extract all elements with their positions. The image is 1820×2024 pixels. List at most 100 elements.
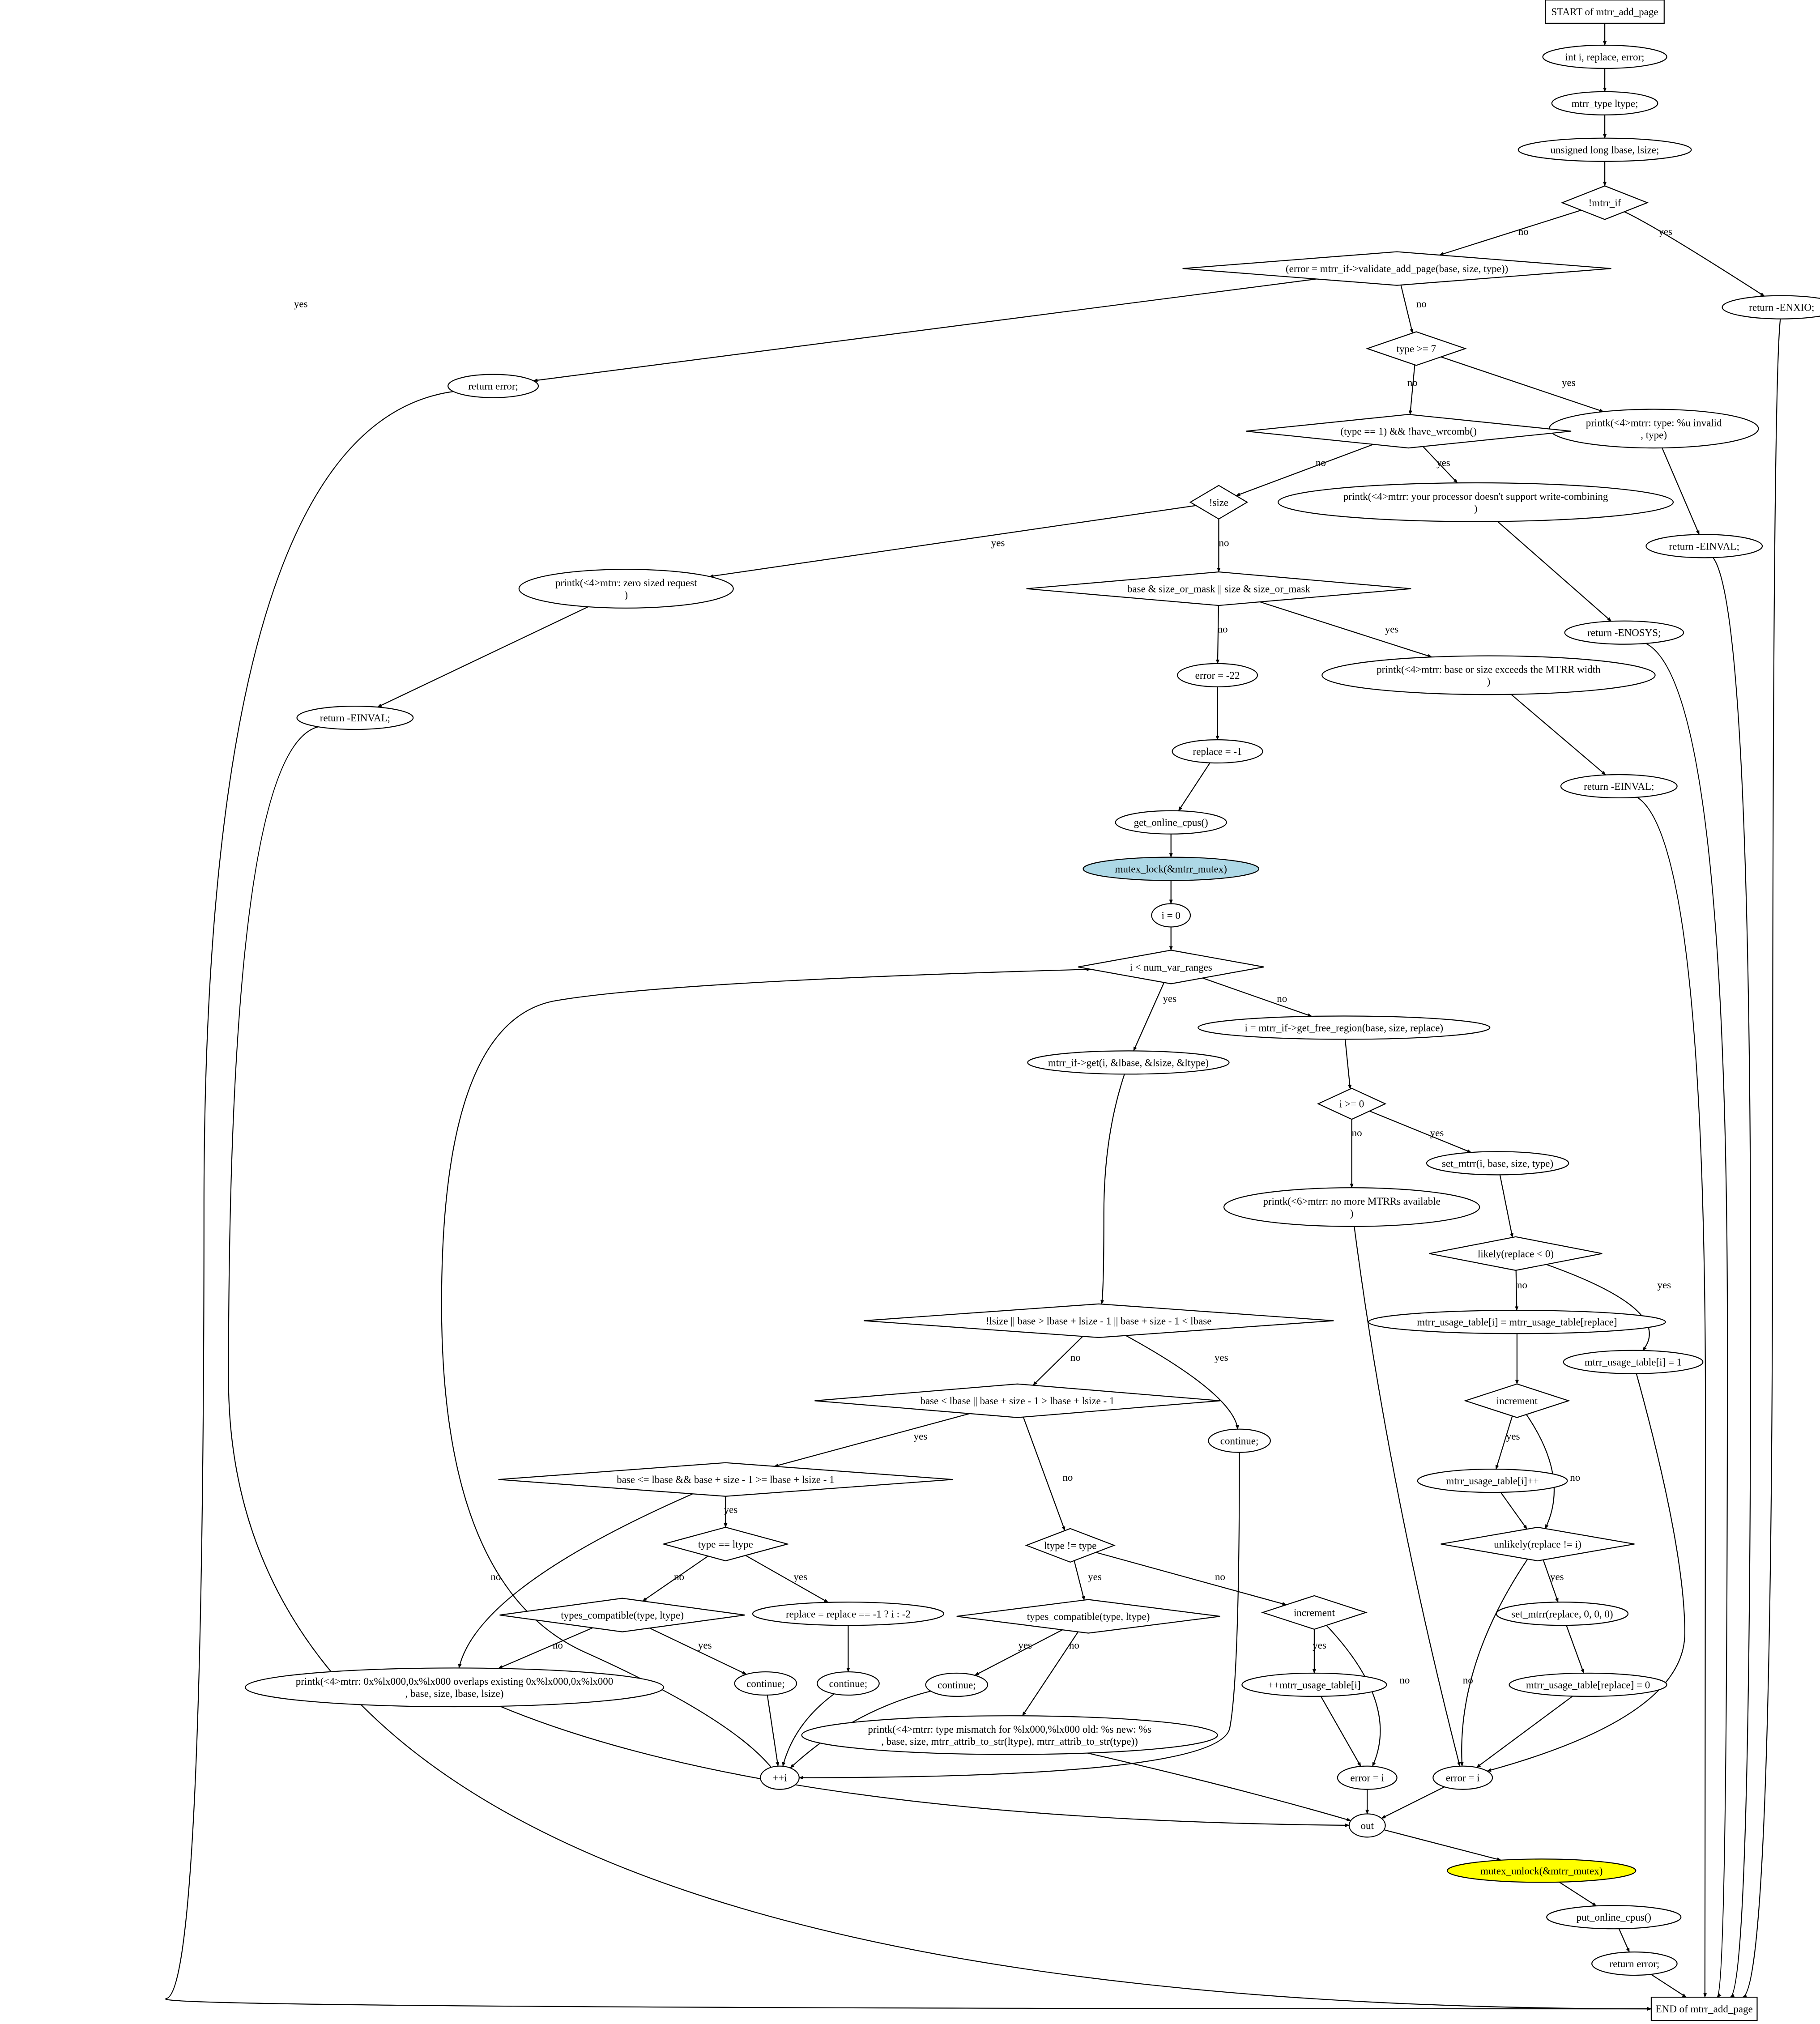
edge-label-yes: yes	[1430, 1127, 1444, 1138]
edge-label-yes: yes	[724, 1504, 738, 1515]
node-ellipse	[1223, 1187, 1480, 1227]
edge-cond-mask-to-assign-error	[1216, 605, 1220, 664]
edge-printk-invalid-to-ret-einval-1	[1662, 447, 1700, 535]
edge-error-i-1-to-label-out	[1381, 1786, 1445, 1819]
node-label: printk(<4>mtrr: type: %u invalid	[1586, 417, 1722, 428]
edge-cond-compat-1-to-printk-overlaps	[498, 1627, 593, 1669]
node-label: increment	[1496, 1395, 1538, 1406]
node-cond-type-eq: type == ltype	[661, 1526, 790, 1562]
node-diamond	[863, 1303, 1334, 1338]
edge-label-yes: yes	[1163, 993, 1176, 1004]
node-diamond	[1463, 1383, 1570, 1418]
edge-label-no: no	[1070, 1352, 1081, 1363]
node-ellipse	[1564, 620, 1684, 645]
node-ellipse	[245, 1667, 664, 1708]
node-ellipse	[1432, 1765, 1493, 1790]
edge-printk-overlaps-to-label-out	[499, 1705, 1350, 1827]
edge-label-no: no	[1069, 1640, 1079, 1651]
node-label: continue;	[829, 1678, 868, 1689]
node-label: !size	[1209, 497, 1228, 508]
edge-cond-compat-2-to-continue-4	[974, 1629, 1063, 1676]
node-label: types_compatible(type, ltype)	[561, 1610, 684, 1621]
node-printk-overlaps: printk(<4>mtrr: 0x%lx000,0x%lx000 overla…	[245, 1667, 664, 1708]
node-continue-1: continue;	[1208, 1428, 1271, 1453]
edge-label-no: no	[1316, 457, 1326, 468]
edge-label-yes: yes	[793, 1571, 807, 1582]
node-decl-ltype: mtrr_type ltype;	[1551, 91, 1658, 115]
node-label: mtrr_usage_table[replace] = 0	[1526, 1679, 1650, 1691]
node-label: type >= 7	[1397, 343, 1436, 354]
edge-cond-ltype-ne-to-cond-increment-2	[1095, 1551, 1287, 1606]
node-label: out	[1361, 1820, 1374, 1831]
node-box	[1650, 1996, 1758, 2021]
edge-set-mtrr-zero-to-usage-zero	[1566, 1625, 1585, 1674]
node-label: i < num_var_ranges	[1130, 962, 1212, 973]
node-label: return -EINVAL;	[320, 712, 390, 724]
node-diamond	[661, 1526, 790, 1562]
edge-cond-type-ge7-to-cond-wrcomb	[1408, 365, 1415, 415]
node-label: (error = mtrr_if->validate_add_page(base…	[1286, 263, 1508, 274]
node-ellipse	[1548, 409, 1759, 449]
node-label: mtrr_type ltype;	[1572, 98, 1638, 109]
node-free-region: i = mtrr_if->get_free_region(base, size,…	[1198, 1015, 1491, 1040]
edge-cond-ltype-ne-to-cond-compat-2	[1074, 1560, 1085, 1601]
edge-cond-increment-2-to-error-i-2	[1326, 1625, 1381, 1767]
node-ellipse	[296, 705, 414, 730]
node-label: return error;	[468, 381, 518, 392]
node-cond-overlap: !lsize || base > lbase + lsize - 1 || ba…	[863, 1303, 1334, 1338]
node-ellipse	[1591, 1952, 1678, 1976]
node-label: START of mtrr_add_page	[1551, 6, 1658, 17]
node-label: ++i	[772, 1773, 787, 1784]
node-continue-4: continue;	[925, 1672, 989, 1697]
node-label: ltype != type	[1044, 1540, 1097, 1551]
edges	[165, 23, 1781, 2011]
node-label: i = mtrr_if->get_free_region(base, size,…	[1245, 1022, 1444, 1033]
node-label: )	[1474, 503, 1478, 514]
node-label: set_mtrr(i, base, size, type)	[1442, 1158, 1553, 1169]
edge-cond-size-to-printk-zero	[709, 505, 1196, 578]
edge-cond-likely-to-usage-one	[1546, 1264, 1650, 1351]
node-ellipse	[518, 569, 734, 609]
edge-label-no: no	[1399, 1675, 1410, 1686]
node-label: mtrr_usage_table[i] = 1	[1585, 1357, 1682, 1368]
node-diamond	[956, 1599, 1220, 1634]
edge-cond-type-eq-to-cond-compat-1	[642, 1555, 708, 1602]
node-ellipse	[1542, 44, 1667, 69]
edge-continue-3-to-inc-i	[767, 1695, 780, 1767]
node-label: unsigned long lbase, lsize;	[1551, 145, 1659, 156]
node-label: base <= lbase && base + size - 1 >= lbas…	[617, 1474, 835, 1485]
node-printk-nomore: printk(<6>mtrr: no more MTRRs available)	[1223, 1187, 1480, 1227]
edge-label-yes: yes	[1385, 624, 1399, 635]
edge-cond-mtrr-if-to-ret-enxio	[1624, 211, 1765, 297]
node-ret-error-2: return error;	[1591, 1952, 1678, 1976]
node-label: replace = -1	[1193, 746, 1242, 757]
edge-cond-range-to-cond-ltype-ne	[1023, 1417, 1066, 1531]
edge-label-yes: yes	[1018, 1640, 1032, 1651]
node-label: return -ENXIO;	[1749, 302, 1814, 313]
node-label: likely(replace < 0)	[1478, 1248, 1554, 1259]
edge-cond-mask-to-printk-exceeds	[1260, 601, 1432, 658]
node-usage-copy: mtrr_usage_table[i] = mtrr_usage_table[r…	[1368, 1310, 1666, 1334]
edge-ret-error-1-to-end	[165, 391, 1652, 2011]
node-cond-range: base < lbase || base + size - 1 > lbase …	[814, 1383, 1220, 1418]
node-printk-zero: printk(<4>mtrr: zero sized request)	[518, 569, 734, 609]
edge-mutex-unlock-to-put-cpus	[1559, 1881, 1597, 1907]
node-ellipse	[1241, 1672, 1387, 1697]
edge-label-no: no	[1407, 377, 1418, 388]
node-ret-einval-1: return -EINVAL;	[1645, 534, 1763, 558]
node-label: get_online_cpus()	[1134, 817, 1208, 828]
node-error-i-2: error = i	[1337, 1765, 1398, 1790]
node-ellipse	[1563, 1350, 1704, 1374]
edge-printk-wc-to-ret-enosys	[1497, 521, 1612, 622]
node-ellipse	[817, 1671, 880, 1696]
node-set-mtrr: set_mtrr(i, base, size, type)	[1426, 1151, 1569, 1176]
node-cond-increment-1: increment	[1463, 1383, 1570, 1418]
edge-ret-einval-2-to-end	[228, 726, 1652, 2011]
node-label: , type)	[1641, 429, 1667, 440]
node-label: return -EINVAL;	[1584, 781, 1654, 792]
node-diamond	[498, 1462, 953, 1497]
node-label: continue;	[746, 1678, 785, 1689]
node-diamond	[814, 1383, 1220, 1418]
